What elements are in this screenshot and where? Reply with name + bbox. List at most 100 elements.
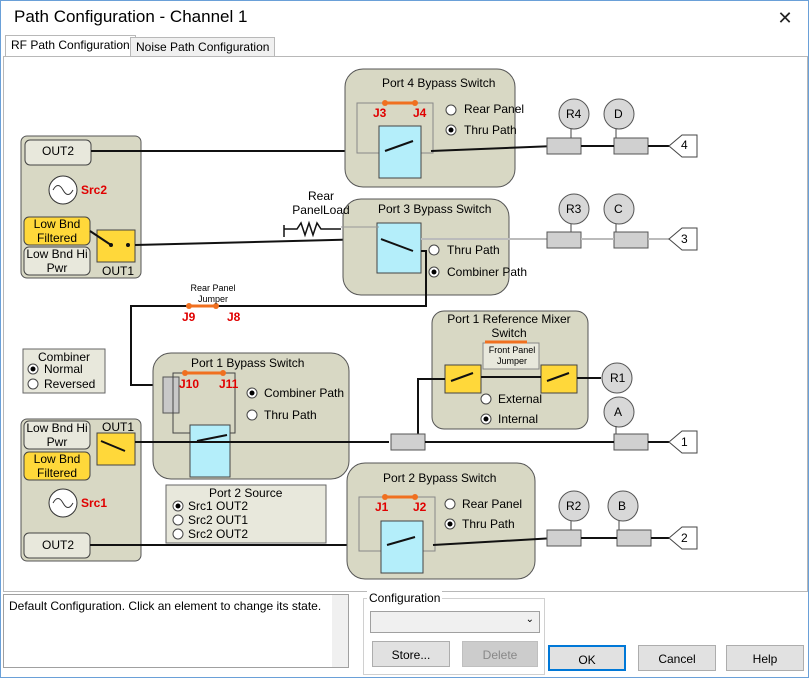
combiner-opt2-label: Reversed [44,377,96,391]
receiver-c[interactable] [603,193,635,225]
receiver-b-label: B [618,499,627,513]
receiver-r2-label: R2 [566,499,582,513]
port4-j-right: J4 [413,106,427,120]
src2-out2-label: OUT2 [42,144,75,158]
port1-j-right: J11 [219,377,239,391]
receiver-a-label: A [614,405,623,419]
combiner-opt1-label: Normal [44,362,83,376]
port3-title: Port 3 Bypass Switch [378,202,492,216]
tab-rf-path[interactable]: RF Path Configuration [5,35,136,57]
combiner-reversed-radio[interactable] [27,378,39,390]
port2-connector [668,526,698,550]
rear-jumper-j-left: J9 [182,310,196,324]
store-button[interactable]: Store... [372,641,450,667]
src1-lowbnd-filtered[interactable] [23,451,91,481]
receiver-d[interactable] [603,98,635,130]
mixer-opt1-label: External [498,392,543,406]
rear-panel-load-label: Rear PanelLoad [292,189,350,217]
receiver-d-label: D [614,107,623,121]
rear-jumper-label: Rear Panel Jumper [190,283,236,304]
receiver-r4-label: R4 [566,107,582,121]
port2-opt2-label: Thru Path [462,517,515,531]
receiver-r3-label: R3 [566,202,582,216]
port3-opt1-label: Thru Path [447,243,500,257]
src2-name-label: Src2 [81,183,108,197]
port1-opt2-label: Thru Path [264,408,317,422]
port4-j-left: J3 [373,106,387,120]
ref-mixer-jumper-label: Front Panel Jumper [488,345,536,366]
ref-mixer-block[interactable] [431,310,589,430]
receiver-r1-label: R1 [610,371,626,385]
status-scrollbar[interactable] [332,595,348,667]
port3-number: 3 [681,232,688,246]
port1-thru-radio[interactable] [246,409,258,421]
port3-opt2-label: Combiner Path [447,265,528,279]
port4-title: Port 4 Bypass Switch [382,76,496,90]
ref-mixer-title: Port 1 Reference Mixer Switch [447,312,571,340]
src1-lowbnd-filtered-label: Low Bnd Filtered [33,452,81,480]
rear-jumper-j-right: J8 [227,310,241,324]
port3-thru-radio[interactable] [428,244,440,256]
title-bar: Path Configuration - Channel 1 ✕ [1,1,808,35]
port4-opt2-label: Thru Path [464,123,517,137]
src2-lowbnd-hipwr[interactable] [23,246,91,276]
port4-number: 4 [681,138,688,152]
src2-out2-box[interactable] [24,139,92,166]
src1-out1-switch[interactable] [96,432,136,466]
port2-j-left: J1 [375,500,389,514]
status-text: Default Configuration. Click an element … [9,599,322,613]
src2-out1-label: OUT1 [102,264,135,278]
rear-panel-load-icon[interactable] [283,220,341,238]
port1-connector [668,430,698,454]
port2-source-box [165,484,327,544]
port1-number: 1 [681,435,688,449]
configuration-label: Configuration [367,591,443,605]
receiver-c-label: C [614,202,623,216]
src1-name-label: Src1 [81,496,108,510]
port3-connector [668,227,698,251]
receiver-r4[interactable] [558,98,590,130]
chevron-down-icon: ⌄ [525,614,534,625]
configuration-group [363,598,545,675]
port2-j-right: J2 [413,500,427,514]
tab-noise-path[interactable]: Noise Path Configuration [130,37,276,56]
receiver-b[interactable] [607,490,639,522]
port1-opt1-label: Combiner Path [264,386,345,400]
port4-rear-radio[interactable] [445,104,457,116]
status-textbox[interactable]: Default Configuration. Click an element … [3,594,349,668]
close-button[interactable]: ✕ [777,8,793,28]
port2-source-title: Port 2 Source [209,486,283,500]
port2-src2out1-radio[interactable] [172,514,184,526]
configuration-dropdown[interactable]: ⌄ [370,611,540,633]
receiver-r3[interactable] [558,193,590,225]
receiver-r1[interactable] [601,362,633,394]
combiner-title: Combiner [38,350,91,364]
ok-button[interactable]: OK [548,645,626,671]
port2-number: 2 [681,531,688,545]
delete-button[interactable]: Delete [462,641,538,667]
src1-lowbnd-hipwr-label: Low Bnd Hi Pwr [26,421,88,449]
mixer-external-radio[interactable] [480,393,492,405]
receiver-r2[interactable] [558,490,590,522]
port1-j-left: J10 [179,377,200,391]
src2-lowbnd-filtered-label: Low Bnd Filtered [33,217,81,245]
src2-lowbnd-hipwr-label: Low Bnd Hi Pwr [26,247,88,275]
path-diagram [20,68,698,580]
port2-source-opt2: Src2 OUT1 [188,513,249,527]
port2-opt1-label: Rear Panel [462,497,523,511]
port4-connector [668,134,698,158]
port4-opt1-label: Rear Panel [464,102,525,116]
port2-rear-radio[interactable] [444,498,456,510]
help-button[interactable]: Help [726,645,804,671]
src1-lowbnd-hipwr[interactable] [23,420,91,450]
port2-source-opt3: Src2 OUT2 [188,527,249,541]
src1-out2-label: OUT2 [42,538,75,552]
cancel-button[interactable]: Cancel [638,645,716,671]
window-title: Path Configuration - Channel 1 [14,7,248,26]
sine-wave-icon [52,185,74,195]
port2-source-opt1: Src1 OUT2 [188,499,249,513]
port2-src2out2-radio[interactable] [172,528,184,540]
receiver-a[interactable] [603,396,635,428]
src1-out1-label: OUT1 [102,420,135,434]
